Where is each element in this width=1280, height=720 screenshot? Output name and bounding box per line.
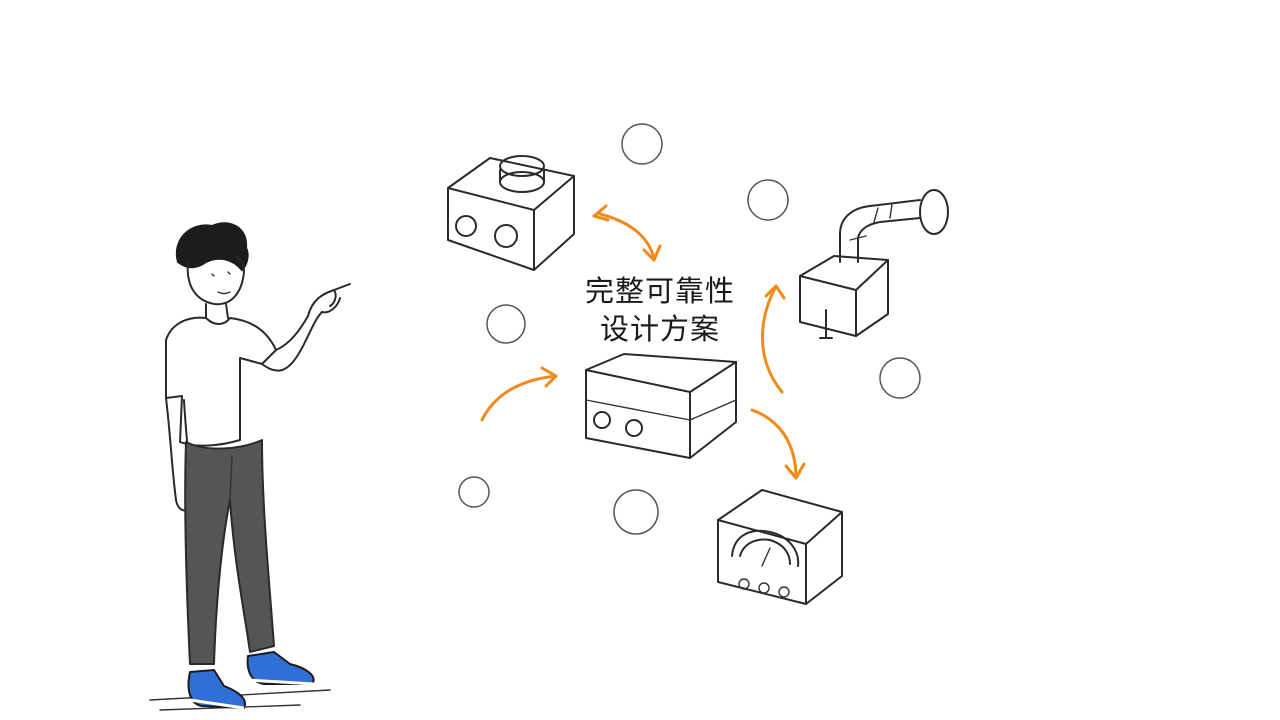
pipe-box-icon — [799, 189, 949, 339]
person-pointing-icon — [149, 222, 351, 711]
diagram-caption: 完整可靠性 设计方案 — [560, 272, 760, 348]
bubble-icon — [458, 123, 921, 535]
caption-line-1: 完整可靠性 — [584, 274, 735, 308]
knob-box-icon — [447, 155, 575, 271]
caption-line-2: 设计方案 — [599, 312, 720, 346]
gauge-box-icon — [717, 489, 843, 605]
curved-arrow-icon — [480, 204, 806, 480]
central-unit-icon — [585, 353, 737, 459]
